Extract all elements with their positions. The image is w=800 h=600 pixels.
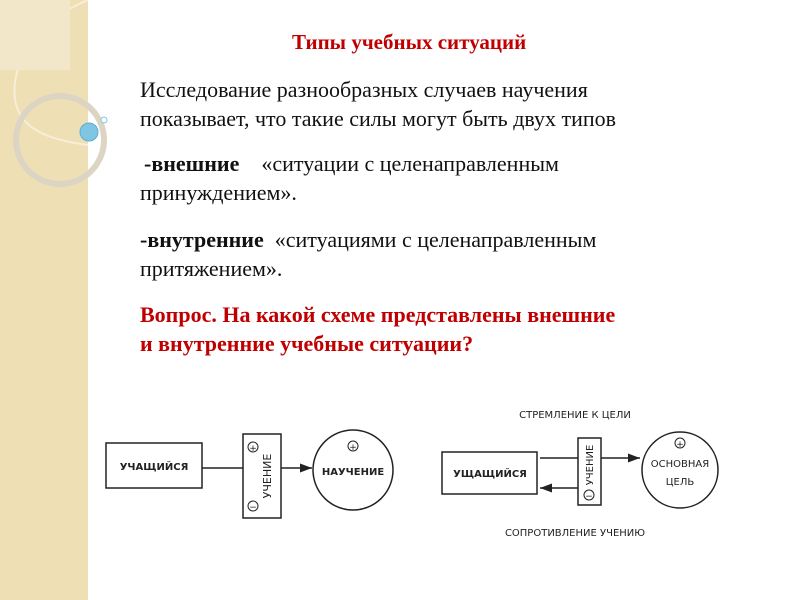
svg-text:−: − <box>249 503 257 513</box>
resistance-label: СОПРОТИВЛЕНИЕ УЧЕНИЮ <box>505 528 645 539</box>
intro-line-2: показывает, что такие силы могут быть дв… <box>140 106 617 131</box>
learning-label: УЧЕНИЕ <box>585 445 596 486</box>
svg-text:+: + <box>676 440 684 450</box>
learning-label: УЧЕНИЕ <box>261 454 274 499</box>
external-desc: «ситуации с целенаправленным <box>261 151 559 176</box>
aspiration-label: СТРЕМЛЕНИЕ К ЦЕЛИ <box>519 410 631 421</box>
external-desc-2: принуждением». <box>140 180 297 205</box>
goal-label-1: ОСНОВНАЯ <box>651 459 709 470</box>
decorative-circles <box>0 0 108 187</box>
internal-term: -внутренние <box>140 227 264 252</box>
intro-line-1: Исследование разнообразных случаев науче… <box>140 77 588 102</box>
learner-label: УЧАЩИЙСЯ <box>120 460 189 473</box>
question-line-2: и внутренние учебные ситуации? <box>140 331 474 356</box>
svg-text:+: + <box>349 443 357 453</box>
slide-title: Типы учебных ситуаций <box>292 30 527 54</box>
internal-desc: «ситуациями с целенаправленным <box>274 227 597 252</box>
diagram-external: УЧАЩИЙСЯ + − УЧЕНИЕ + НАУЧЕНИЕ <box>105 429 394 519</box>
goal-label-2: ЦЕЛЬ <box>666 477 695 488</box>
result-label: НАУЧЕНИЕ <box>322 467 384 478</box>
external-term: -внешние <box>144 151 240 176</box>
question-line-1: Вопрос. На какой схеме представлены внеш… <box>140 302 616 327</box>
learner-label: УЩАЩИЙСЯ <box>453 467 527 480</box>
svg-text:+: + <box>249 444 257 454</box>
diagram-internal: СТРЕМЛЕНИЕ К ЦЕЛИ УЩАЩИЙСЯ − УЧЕНИЕ + ОС… <box>441 410 719 539</box>
internal-desc-2: притяжением». <box>140 256 283 281</box>
svg-text:−: − <box>585 492 593 502</box>
